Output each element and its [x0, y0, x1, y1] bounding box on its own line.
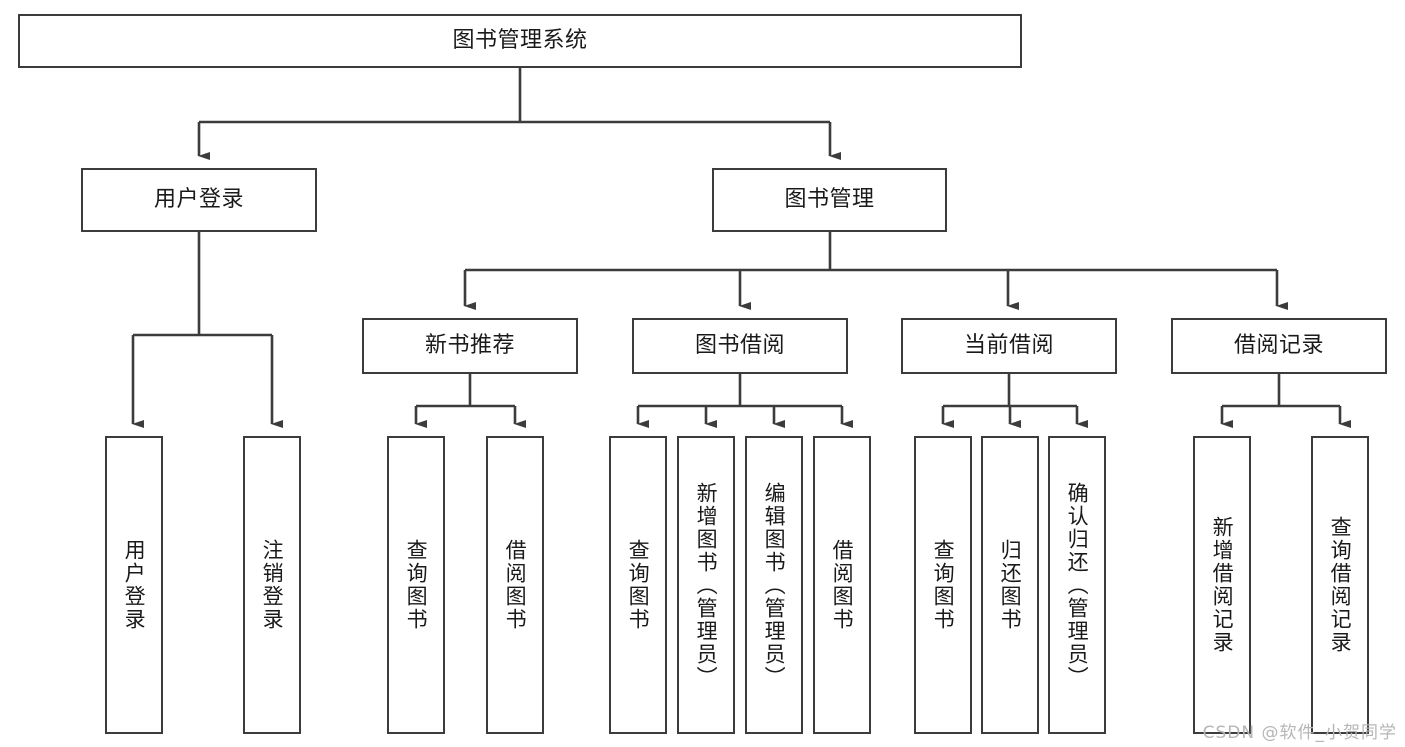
node-label: 注销登录	[260, 539, 285, 631]
node-leaf-query-book-current[interactable]: 查询图书	[914, 436, 972, 734]
node-level2-user-login[interactable]: 用户登录	[81, 168, 317, 232]
node-leaf-borrow-book-recommend[interactable]: 借阅图书	[486, 436, 544, 734]
node-label: 新书推荐	[424, 332, 515, 358]
node-label: 归还图书	[998, 539, 1023, 631]
node-label: 查询图书	[931, 539, 956, 631]
node-leaf-query-book-borrow[interactable]: 查询图书	[609, 436, 667, 734]
node-leaf-confirm-return-admin[interactable]: 确认归还（管理员）	[1048, 436, 1106, 734]
node-label: 新增借阅记录	[1210, 516, 1235, 654]
node-label: 用户登录	[122, 539, 147, 631]
node-label: 查询图书	[626, 539, 651, 631]
node-level2-book-management[interactable]: 图书管理	[712, 168, 947, 232]
node-label: 用户登录	[153, 186, 244, 212]
node-label: 查询借阅记录	[1328, 516, 1353, 654]
node-level3-current-borrow[interactable]: 当前借阅	[901, 318, 1117, 374]
node-label: 借阅图书	[503, 539, 528, 631]
node-leaf-add-book-admin[interactable]: 新增图书（管理员）	[677, 436, 735, 734]
node-leaf-add-borrow-record[interactable]: 新增借阅记录	[1193, 436, 1251, 734]
node-leaf-user-login[interactable]: 用户登录	[105, 436, 163, 734]
node-label: 图书管理系统	[452, 27, 588, 53]
node-label: 确认归还（管理员）	[1065, 481, 1090, 689]
node-label: 借阅记录	[1233, 332, 1324, 358]
node-leaf-borrow-book[interactable]: 借阅图书	[813, 436, 871, 734]
node-leaf-query-book-recommend[interactable]: 查询图书	[387, 436, 445, 734]
node-label: 新增图书（管理员）	[694, 481, 719, 689]
node-leaf-return-book[interactable]: 归还图书	[981, 436, 1039, 734]
node-label: 当前借阅	[963, 332, 1054, 358]
node-level3-book-borrow[interactable]: 图书借阅	[632, 318, 848, 374]
node-label: 图书管理	[784, 186, 875, 212]
node-leaf-edit-book-admin[interactable]: 编辑图书（管理员）	[745, 436, 803, 734]
node-leaf-query-borrow-record[interactable]: 查询借阅记录	[1311, 436, 1369, 734]
watermark: CSDN @软件_小贺同学	[1202, 723, 1397, 743]
node-label: 借阅图书	[830, 539, 855, 631]
node-leaf-logout[interactable]: 注销登录	[243, 436, 301, 734]
node-root[interactable]: 图书管理系统	[18, 14, 1022, 68]
node-level3-borrow-records[interactable]: 借阅记录	[1171, 318, 1387, 374]
node-label: 编辑图书（管理员）	[762, 481, 787, 689]
node-level3-new-book-recommend[interactable]: 新书推荐	[362, 318, 578, 374]
node-label: 图书借阅	[694, 332, 785, 358]
node-label: 查询图书	[404, 539, 429, 631]
